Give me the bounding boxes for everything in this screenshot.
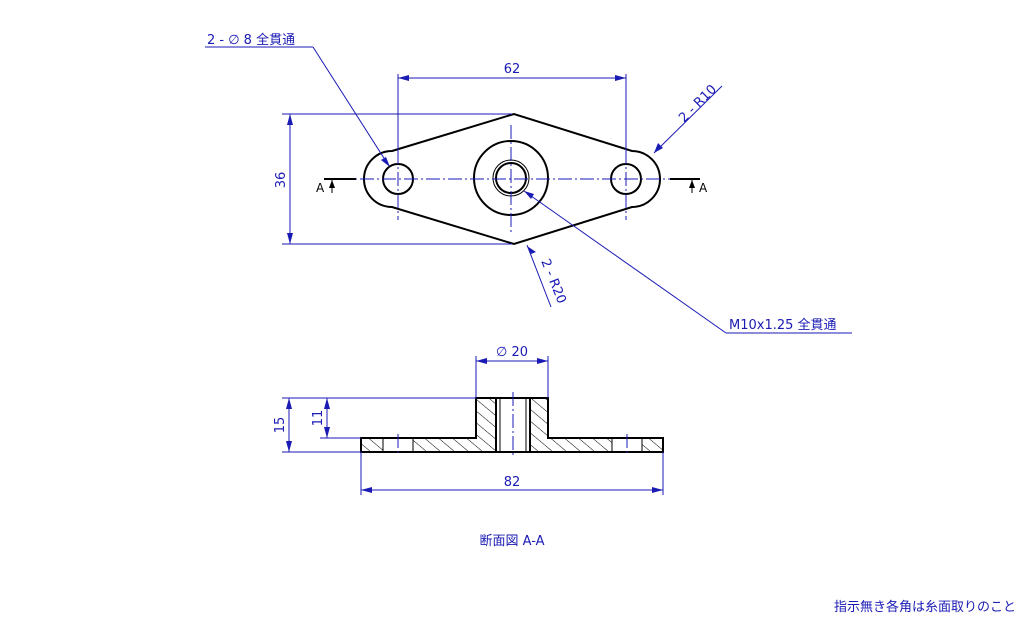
dim-36-arrow-bottom <box>287 233 293 244</box>
dim-36-label: 36 <box>274 172 289 189</box>
section-mark-left: A <box>316 181 325 195</box>
outer-radius-label: 2 - R10 <box>676 82 720 126</box>
boss-wall-right <box>530 398 548 452</box>
flange-left-end <box>361 438 383 452</box>
dim-15-arrow-top <box>286 398 292 409</box>
dim-62-label: 62 <box>504 62 521 77</box>
dim-62-arrow-left <box>398 75 409 81</box>
section-arrow-right-head <box>689 180 695 188</box>
flange-right-mid <box>548 438 612 452</box>
section-arrow-left-head <box>329 180 335 188</box>
dim-82-arrow-right <box>652 487 663 493</box>
dim-15-arrow-bottom <box>286 441 292 452</box>
dim-15-label: 15 <box>273 417 288 434</box>
dim-d20-arrow-right <box>537 358 548 364</box>
outer-radius-leader <box>653 85 723 154</box>
dim-d20-label: ∅ 20 <box>496 345 528 360</box>
tap-callout-leader <box>523 190 727 334</box>
dim-11-arrow-bottom <box>324 427 330 438</box>
flange-outline <box>363 112 661 246</box>
dim-62-arrow-right <box>615 75 626 81</box>
section-mark-right: A <box>699 181 708 195</box>
hole-callout-arrow <box>381 157 390 167</box>
dim-11-label: 11 <box>311 410 326 427</box>
side-radius-leader <box>526 244 552 308</box>
tap-callout-label: M10x1.25 全貫通 <box>729 317 837 333</box>
chamfer-note: 指示無き各角は糸面取りのこと <box>834 599 1016 615</box>
dim-11-arrow-top <box>324 398 330 409</box>
flange-right-end <box>642 438 663 452</box>
dim-d20-arrow-left <box>476 358 487 364</box>
section-view: ∅ 20 15 11 82 断面図 A-A <box>273 345 664 549</box>
outer-radius-arrow <box>654 143 663 153</box>
top-view: A A 62 36 2 - ∅ 8 全貫通 2 - R10 2 - R20 <box>205 32 852 334</box>
side-radius-label: 2 - R20 <box>537 257 568 306</box>
boss-wall-left <box>476 398 496 452</box>
section-title: 断面図 A-A <box>479 534 544 549</box>
dim-36-arrow-top <box>287 114 293 125</box>
section-outline <box>360 397 664 453</box>
hole-callout-leader <box>312 46 390 167</box>
tap-callout-arrow <box>524 191 534 199</box>
dim-82-label: 82 <box>504 475 521 490</box>
dim-82-arrow-left <box>361 487 372 493</box>
side-radius-arrow <box>527 246 536 254</box>
hole-callout-label: 2 - ∅ 8 全貫通 <box>207 32 295 48</box>
flange-left-mid <box>413 438 476 452</box>
